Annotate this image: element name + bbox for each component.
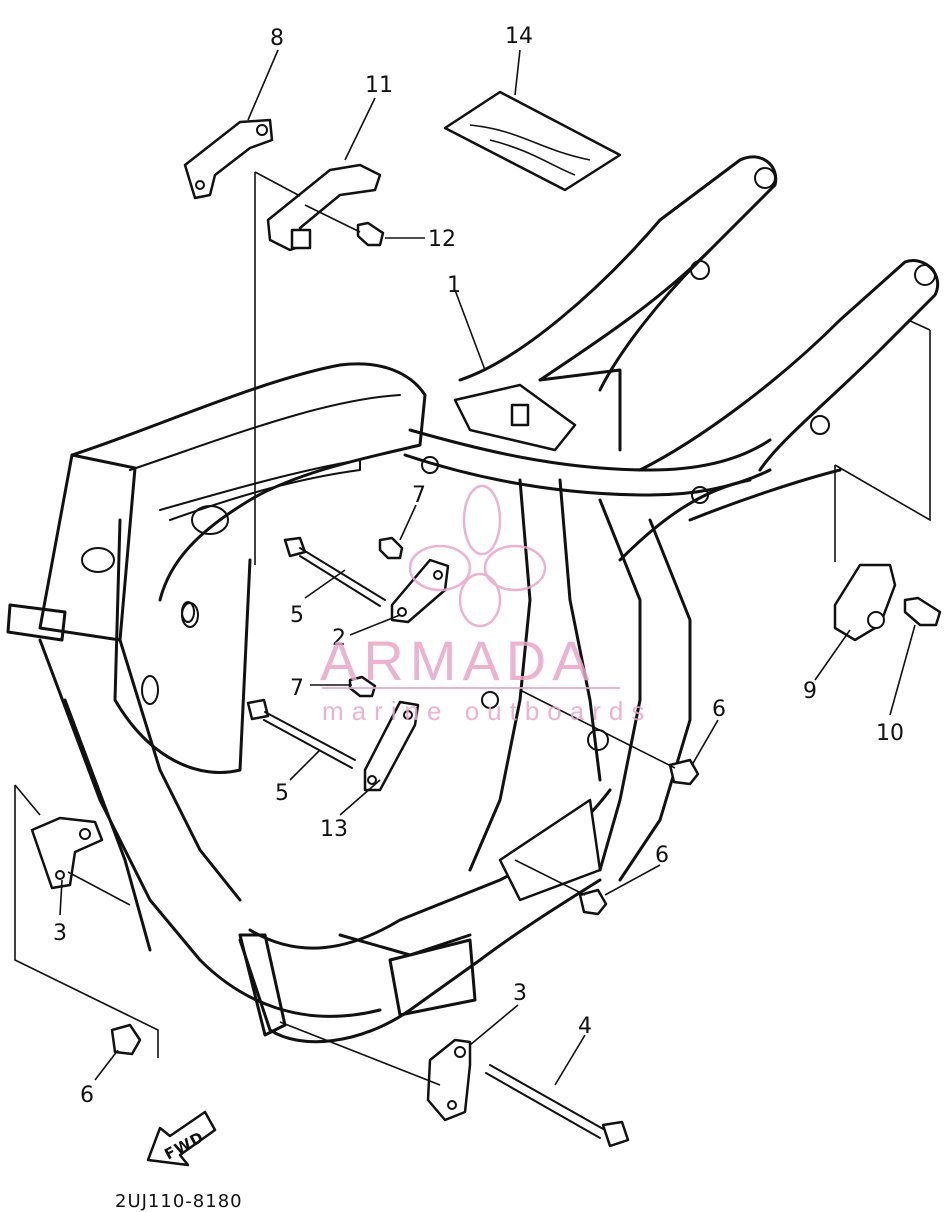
part-12-bolt [356, 221, 385, 247]
part-5-bolt-upper [283, 536, 386, 607]
part-13-plate [363, 700, 420, 792]
part-11-bracket [266, 163, 382, 252]
watermark-logo: ARMADA marine outboards [320, 484, 652, 726]
part-10-bolt [903, 596, 942, 627]
callout-11: 11 [365, 73, 393, 98]
callout-9: 9 [803, 679, 817, 704]
part-14-pad [443, 90, 622, 192]
callout-12: 12 [428, 227, 456, 252]
callout-6-lower-left: 6 [80, 1083, 94, 1108]
part-3-bracket-right [426, 1038, 472, 1122]
callout-13: 13 [320, 817, 348, 842]
part-6-nut-a [668, 758, 700, 786]
callout-3-right: 3 [513, 981, 527, 1006]
callout-labels: 8 11 14 12 1 7 7 2 5 5 13 6 6 6 3 3 4 9 … [53, 24, 904, 1108]
callout-7-upper: 7 [412, 483, 426, 508]
callout-2: 2 [332, 626, 346, 651]
part-9-bracket [833, 563, 897, 642]
leader-lines [14, 49, 931, 1086]
part-4-long-bolt [485, 1064, 630, 1148]
callout-7-lower: 7 [290, 676, 304, 701]
watermark-brand: ARMADA [320, 629, 596, 692]
callout-10: 10 [876, 721, 904, 746]
callout-5-lower: 5 [275, 781, 289, 806]
main-frame [6, 155, 940, 1044]
callout-8: 8 [270, 26, 284, 51]
callout-6-middle-right: 6 [655, 843, 669, 868]
part-7-bolt-upper [378, 536, 404, 560]
part-6-nut-c [110, 1023, 142, 1056]
watermark-knot-icon [408, 484, 547, 628]
callout-4: 4 [578, 1014, 592, 1039]
callout-3-left: 3 [53, 921, 67, 946]
callout-6-upper-right: 6 [712, 697, 726, 722]
part-code: 2UJ110-8180 [115, 1191, 243, 1212]
callout-1: 1 [447, 273, 461, 298]
fwd-arrow-icon: FWD [146, 1110, 217, 1167]
callout-14: 14 [505, 24, 533, 49]
part-3-bracket-left [30, 816, 104, 890]
callout-5-upper: 5 [290, 603, 304, 628]
watermark-tagline: marine outboards [322, 696, 652, 726]
part-8-bracket [183, 118, 274, 200]
part-6-nut-b [578, 888, 608, 916]
part-5-bolt-lower [246, 698, 356, 769]
